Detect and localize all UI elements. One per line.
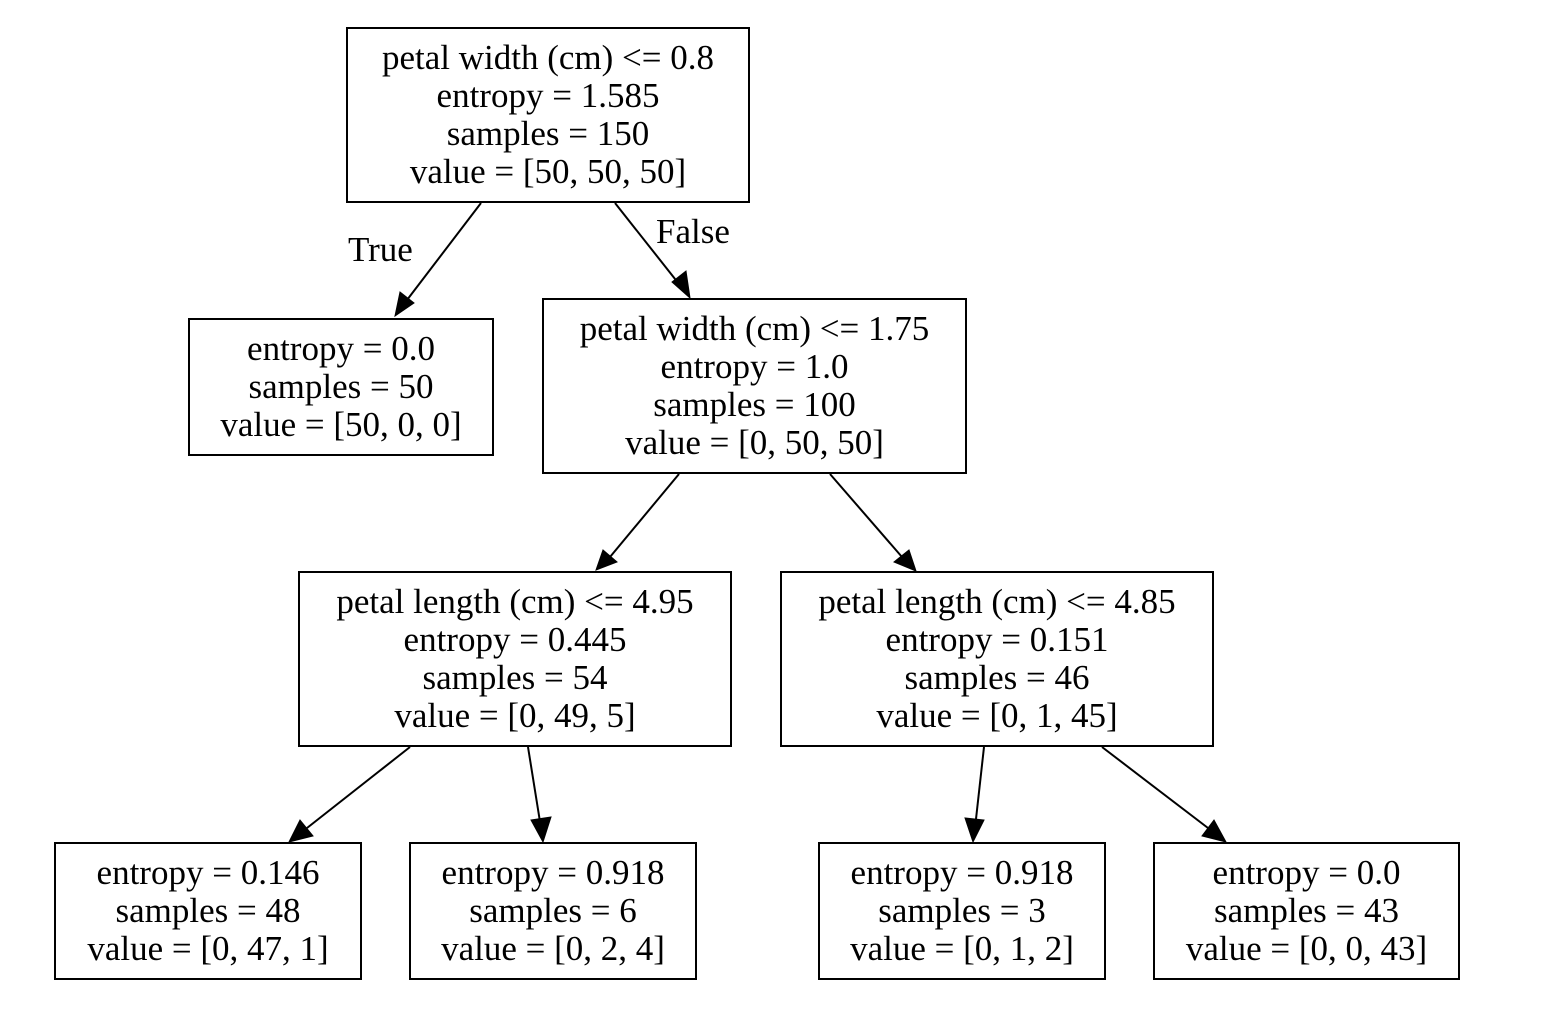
node-split-rule: petal width (cm) <= 0.8 <box>381 38 715 77</box>
tree-node-root: petal width (cm) <= 0.8 entropy = 1.585 … <box>346 27 750 203</box>
node-value: value = [0, 1, 45] <box>876 696 1118 735</box>
node-value: value = [0, 47, 1] <box>87 929 329 968</box>
node-samples: samples = 6 <box>469 891 637 930</box>
tree-node-leaf-2: entropy = 0.918 samples = 6 value = [0, … <box>409 842 697 980</box>
node-value: value = [0, 1, 2] <box>850 929 1074 968</box>
edge-false-split-to-left-split <box>609 473 680 558</box>
node-entropy: entropy = 0.918 <box>850 853 1074 892</box>
edge-label-true: True <box>348 230 413 269</box>
edge-left-split-to-leaf-2 <box>527 746 542 829</box>
node-entropy: entropy = 0.151 <box>885 620 1109 659</box>
node-value: value = [0, 49, 5] <box>394 696 636 735</box>
node-value: value = [0, 0, 43] <box>1185 929 1428 968</box>
node-entropy: entropy = 1.0 <box>660 347 849 386</box>
arrowhead-right-split <box>893 549 917 572</box>
tree-node-false-split: petal width (cm) <= 1.75 entropy = 1.0 s… <box>542 298 967 474</box>
tree-node-leaf-1: entropy = 0.146 samples = 48 value = [0,… <box>54 842 362 980</box>
arrowhead-leaf-4 <box>1201 819 1227 843</box>
edge-false-split-to-right-split <box>829 473 903 558</box>
node-samples: samples = 100 <box>653 385 856 424</box>
node-value: value = [50, 50, 50] <box>409 152 687 191</box>
arrowhead-false-split <box>671 270 691 300</box>
node-entropy: entropy = 0.918 <box>441 853 665 892</box>
node-samples: samples = 50 <box>248 367 434 406</box>
node-entropy: entropy = 1.585 <box>436 76 660 115</box>
arrowhead-true-leaf <box>394 291 415 318</box>
node-samples: samples = 46 <box>904 658 1090 697</box>
node-value: value = [50, 0, 0] <box>220 405 462 444</box>
tree-node-leaf-4: entropy = 0.0 samples = 43 value = [0, 0… <box>1153 842 1460 980</box>
edge-right-split-to-leaf-4 <box>1101 746 1209 829</box>
edge-root-to-true-leaf <box>406 202 482 301</box>
edge-left-split-to-leaf-1 <box>306 746 411 829</box>
node-samples: samples = 3 <box>878 891 1046 930</box>
node-entropy: entropy = 0.445 <box>403 620 627 659</box>
node-samples: samples = 43 <box>1214 891 1399 930</box>
edge-right-split-to-leaf-3 <box>974 746 985 829</box>
node-entropy: entropy = 0.146 <box>96 853 320 892</box>
tree-node-right-split: petal length (cm) <= 4.85 entropy = 0.15… <box>780 571 1214 747</box>
edge-label-false: False <box>656 212 730 251</box>
node-value: value = [0, 50, 50] <box>625 423 884 462</box>
arrowhead-leaf-2 <box>530 816 552 844</box>
arrowhead-leaf-3 <box>964 817 985 844</box>
arrowhead-leaf-1 <box>288 819 314 843</box>
node-samples: samples = 150 <box>446 114 650 153</box>
node-samples: samples = 54 <box>422 658 608 697</box>
edge-root-to-false-split <box>614 202 680 285</box>
node-samples: samples = 48 <box>115 891 301 930</box>
node-entropy: entropy = 0.0 <box>247 329 435 368</box>
arrowhead-left-split <box>595 549 618 571</box>
node-value: value = [0, 2, 4] <box>441 929 665 968</box>
tree-node-true-leaf: entropy = 0.0 samples = 50 value = [50, … <box>188 318 494 456</box>
tree-node-left-split: petal length (cm) <= 4.95 entropy = 0.44… <box>298 571 732 747</box>
node-split-rule: petal width (cm) <= 1.75 <box>579 309 930 348</box>
node-entropy: entropy = 0.0 <box>1212 853 1401 892</box>
node-split-rule: petal length (cm) <= 4.95 <box>336 582 694 621</box>
tree-node-leaf-3: entropy = 0.918 samples = 3 value = [0, … <box>818 842 1106 980</box>
node-split-rule: petal length (cm) <= 4.85 <box>818 582 1176 621</box>
